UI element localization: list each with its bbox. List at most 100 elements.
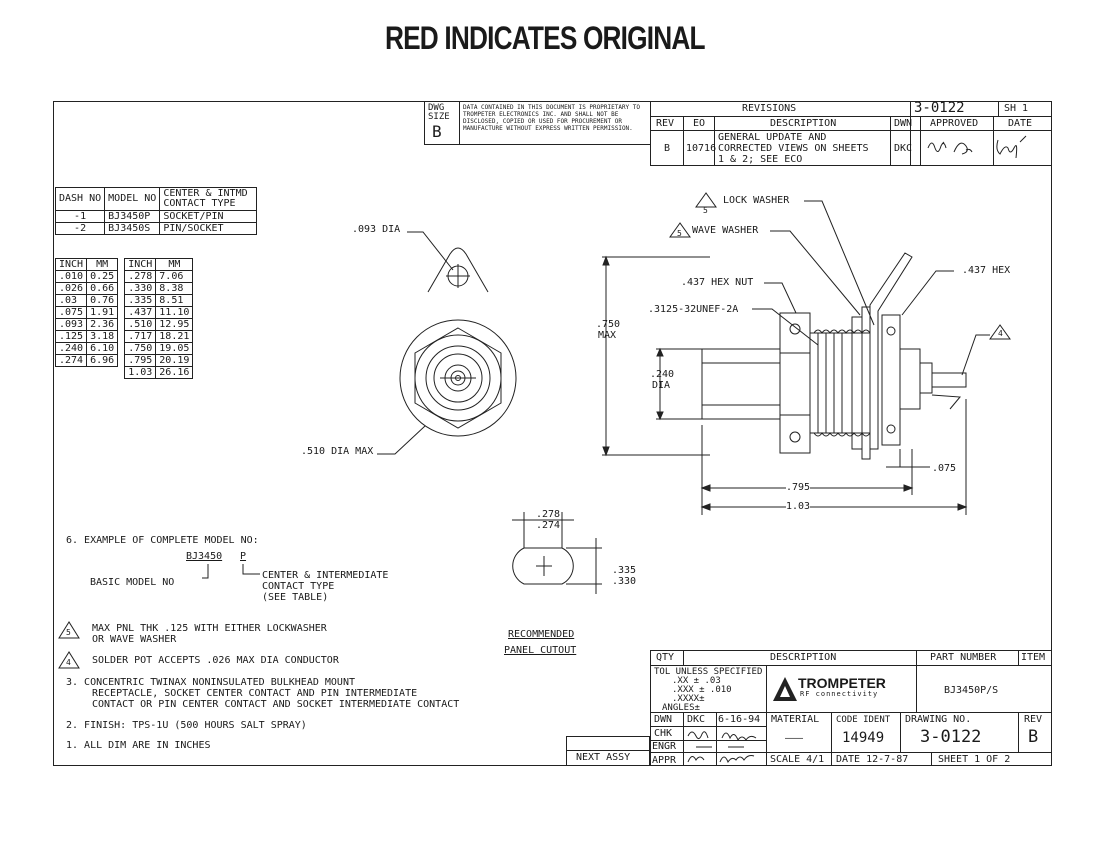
cutout-274: .274 — [536, 520, 561, 531]
trompeter-logo: TROMPETER — [798, 675, 886, 691]
tb-rev-label: REV — [1024, 714, 1043, 725]
rev-header-eo: EO — [693, 118, 706, 129]
revisions-block — [650, 101, 1052, 166]
approval-signatures — [927, 135, 1027, 159]
tb-qty: QTY — [656, 652, 675, 663]
dim-750: .750 — [596, 319, 621, 330]
table-cell: 0.66 — [86, 282, 119, 295]
cutout-label-2: PANEL CUTOUT — [504, 645, 577, 656]
dwg-size: B — [432, 122, 442, 141]
dim-750-max: MAX — [598, 330, 617, 341]
tb-item: ITEM — [1021, 652, 1046, 663]
label-437-hex: .437 HEX — [962, 265, 1011, 276]
table-cell: 12.95 — [155, 318, 194, 331]
table-cell: 11.10 — [155, 306, 194, 319]
table-cell: BJ3450S — [104, 222, 161, 235]
cutout-335: .335 — [612, 565, 637, 576]
rev-header-dwn: DWN — [894, 118, 913, 129]
note-6-suffix: P — [240, 551, 247, 562]
note-6-model: BJ3450 — [186, 551, 223, 562]
rev-row-rev: B — [664, 143, 671, 154]
table-cell: 19.05 — [155, 342, 194, 355]
dim-240: .240 — [650, 369, 675, 380]
table-cell: .330 — [124, 282, 157, 295]
dim-075: .075 — [932, 463, 957, 474]
table-cell: PIN/SOCKET — [159, 222, 258, 235]
tb-drawing-no-label: DRAWING NO. — [905, 714, 972, 725]
tb-tol-4: .XXXX± — [672, 694, 705, 704]
note-5-flag: 5 — [66, 628, 71, 637]
title-block — [650, 650, 1052, 766]
table-cell: 18.21 — [155, 330, 194, 343]
next-assy: NEXT ASSY — [576, 752, 631, 763]
tb-engr-label: ENGR — [652, 741, 677, 752]
title-block-signatures — [687, 731, 757, 764]
label-thread: .3125-32UNEF-2A — [648, 304, 739, 315]
table-cell: 7.06 — [155, 270, 194, 283]
tb-drawing-no: 3-0122 — [920, 727, 982, 747]
tb-code-ident-label: CODE IDENT — [836, 715, 891, 725]
contact-col-header: CENTER & INTMD CONTACT TYPE — [159, 187, 258, 211]
cutout-label-1: RECOMMENDED — [508, 629, 575, 640]
panel-cutout-drawing — [512, 512, 602, 594]
note-6-center-1: CENTER & INTERMEDIATE — [262, 570, 389, 581]
dash-col-header: DASH NO — [54, 187, 106, 211]
table-cell: .717 — [124, 330, 157, 343]
table-cell: .026 — [54, 282, 88, 295]
table-cell: 20.19 — [155, 354, 194, 367]
cutout-278: .278 — [536, 509, 561, 520]
tb-sheet: SHEET 1 OF 2 — [938, 754, 1011, 765]
flag-5-lock: 5 — [703, 206, 708, 215]
rev-header-date: DATE — [1008, 118, 1033, 129]
tb-part-number-label: PART NUMBER — [930, 652, 997, 663]
tb-material-label: MATERIAL — [771, 714, 820, 725]
table-cell: .278 — [124, 270, 157, 283]
tb-dwn-label: DWN — [654, 714, 673, 725]
conv-header-mm-2: MM — [155, 258, 194, 271]
tb-material: ——— — [785, 733, 804, 744]
tb-scale: SCALE 4/1 — [770, 754, 825, 765]
revisions-sheet: SH 1 — [1004, 103, 1029, 114]
tb-code-ident: 14949 — [842, 730, 885, 746]
conv-header-inch: INCH — [54, 258, 88, 271]
dim-240-dia: DIA — [652, 380, 671, 391]
table-cell: -1 — [54, 210, 106, 223]
dim-795: .795 — [786, 482, 811, 493]
conv-header-inch-2: INCH — [124, 258, 157, 271]
revisions-title: REVISIONS — [742, 103, 797, 114]
flag-4: 4 — [998, 329, 1003, 338]
table-cell: 0.76 — [86, 294, 119, 307]
table-cell: .750 — [124, 342, 157, 355]
table-cell: 6.10 — [86, 342, 119, 355]
dim-093-dia: .093 DIA — [352, 224, 401, 235]
tb-tol-1: TOL UNLESS SPECIFIED — [654, 667, 763, 677]
table-cell: .240 — [54, 342, 88, 355]
tb-tol-3: .XXX ± .010 — [672, 685, 732, 695]
table-cell: -2 — [54, 222, 106, 235]
note-3-line1: 3. CONCENTRIC TWINAX NONINSULATED BULKHE… — [66, 677, 355, 688]
next-assy-box — [566, 736, 650, 766]
note-4: SOLDER POT ACCEPTS .026 MAX DIA CONDUCTO… — [92, 655, 339, 666]
revisions-drawing-no: 3-0122 — [914, 100, 965, 116]
dim-103: 1.03 — [786, 501, 811, 512]
note-4-flag: 4 — [66, 658, 71, 667]
table-cell: SOCKET/PIN — [159, 210, 258, 223]
rev-row-desc1: GENERAL UPDATE AND — [718, 132, 827, 143]
rev-header-approved: APPROVED — [930, 118, 979, 129]
rev-row-eo: 10716 — [686, 143, 717, 154]
tb-dwn-date: 6-16-94 — [718, 714, 761, 725]
tb-description: DESCRIPTION — [770, 652, 837, 663]
dash-table: DASH NO MODEL NO CENTER & INTMD CONTACT … — [54, 187, 258, 235]
note-6-center-3: (SEE TABLE) — [262, 592, 329, 603]
rev-row-desc3: 1 & 2; SEE ECO — [718, 154, 803, 165]
trompeter-logo-icon — [773, 677, 797, 701]
table-cell: .510 — [124, 318, 157, 331]
flag-5-wave: 5 — [677, 229, 682, 238]
table-cell: 8.51 — [155, 294, 194, 307]
